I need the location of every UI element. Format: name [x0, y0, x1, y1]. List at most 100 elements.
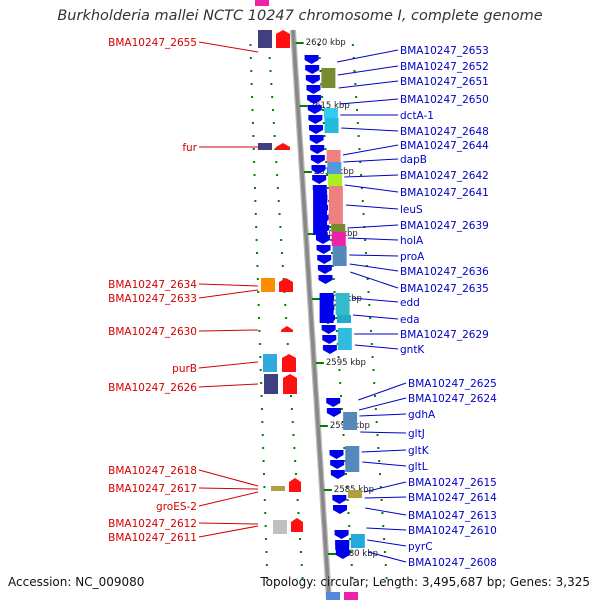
right-gene-connector: [358, 397, 407, 411]
track-dot: [383, 551, 386, 553]
track-dot: [370, 343, 373, 345]
track-dot: [321, 96, 324, 98]
track-dot: [344, 460, 347, 462]
left-gene-label: BMA10247_2618: [108, 465, 197, 477]
track-dot: [252, 148, 255, 150]
reverse-gene-feature: [343, 412, 358, 430]
track-dot: [274, 148, 277, 150]
right-gene-connector: [342, 144, 399, 156]
left-gene-label: BMA10247_2634: [108, 279, 197, 291]
forward-gene-arrow: [291, 518, 303, 532]
track-dot: [368, 304, 371, 306]
track-dot: [265, 538, 268, 540]
left-gene-label: BMA10247_2633: [108, 293, 197, 305]
reverse-gene-arrow: [310, 145, 325, 154]
track-dot: [256, 252, 259, 254]
right-gene-connector: [350, 271, 399, 289]
accession-text: Accession: NC_009080: [8, 575, 145, 589]
reverse-gene-feature: [345, 446, 360, 472]
track-dot: [249, 57, 252, 59]
track-dot: [282, 278, 285, 280]
track-dot: [376, 434, 379, 436]
left-gene-connector: [198, 525, 259, 538]
right-gene-label: pyrC: [408, 541, 433, 553]
right-gene-label: BMA10247_2636: [400, 266, 489, 278]
reverse-gene-arrow: [306, 85, 321, 94]
track-dot: [266, 577, 269, 579]
reverse-gene-feature: [328, 174, 343, 186]
track-dot: [373, 382, 376, 384]
track-dot: [369, 330, 372, 332]
track-dot: [345, 486, 348, 488]
right-gene-label: gltK: [408, 445, 430, 457]
track-dot: [359, 161, 362, 163]
track-dot: [260, 408, 263, 410]
track-dot: [334, 304, 337, 306]
track-dot: [286, 343, 289, 345]
reverse-gene-feature: [327, 162, 342, 174]
reverse-gene-arrow: [307, 95, 322, 104]
track-dot: [335, 330, 338, 332]
reverse-gene-arrow: [321, 325, 336, 334]
kbp-label: 2580 kbp: [338, 549, 378, 559]
left-gene-label: fur: [182, 142, 197, 154]
track-dot: [251, 96, 254, 98]
track-dot: [268, 57, 271, 59]
track-dot: [330, 239, 333, 241]
forward-gene-block: [264, 374, 278, 394]
reverse-gene-block: [344, 592, 358, 600]
track-dot: [338, 369, 341, 371]
track-dot: [354, 83, 357, 85]
reverse-gene-feature: [326, 150, 341, 162]
track-dot: [263, 499, 266, 501]
right-gene-label: BMA10247_2641: [400, 187, 489, 199]
right-gene-label: eda: [400, 314, 420, 326]
track-dot: [262, 447, 265, 449]
reverse-gene-feature: [350, 534, 365, 548]
track-dot: [371, 356, 374, 358]
right-gene-connector: [337, 65, 399, 76]
reverse-gene-arrow: [330, 470, 345, 479]
track-dot: [301, 577, 304, 579]
right-gene-label: gdhA: [408, 409, 436, 421]
right-gene-connector: [354, 344, 399, 350]
right-gene-connector: [344, 184, 399, 193]
track-dot: [385, 577, 388, 579]
track-dot: [355, 109, 358, 111]
left-gene-connector: [198, 487, 259, 490]
reverse-gene-arrow: [322, 335, 337, 344]
track-dot: [258, 343, 261, 345]
right-gene-connector: [367, 551, 407, 563]
right-gene-label: BMA10247_2615: [408, 477, 497, 489]
track-dot: [375, 421, 378, 423]
chromosome-axis: [291, 29, 331, 600]
right-gene-connector: [365, 507, 407, 516]
track-dot: [271, 109, 274, 111]
right-gene-connector: [364, 481, 407, 493]
right-gene-label: BMA10247_2625: [408, 378, 497, 390]
forward-gene-block: [255, 0, 269, 6]
reverse-gene-arrow: [309, 135, 324, 144]
track-dot: [326, 174, 329, 176]
right-gene-label: BMA10247_2653: [400, 45, 489, 57]
right-gene-connector: [343, 158, 399, 163]
track-dot: [340, 408, 343, 410]
track-dot: [337, 356, 340, 358]
reverse-gene-arrow: [312, 175, 327, 184]
track-dot: [325, 161, 328, 163]
left-gene-label: BMA10247_2611: [108, 532, 197, 544]
track-dot: [277, 200, 280, 202]
track-dot: [256, 265, 259, 267]
reverse-gene-feature: [331, 232, 346, 246]
forward-gene-block: [263, 354, 277, 372]
track-dot: [294, 460, 297, 462]
track-dot: [360, 174, 363, 176]
reverse-gene-block: [319, 293, 334, 323]
track-dot: [322, 122, 325, 124]
kbp-label: 2620 kbp: [306, 38, 346, 48]
track-dot: [264, 525, 267, 527]
track-dot: [252, 135, 255, 137]
track-dot: [265, 564, 268, 566]
right-gene-connector: [364, 496, 407, 499]
